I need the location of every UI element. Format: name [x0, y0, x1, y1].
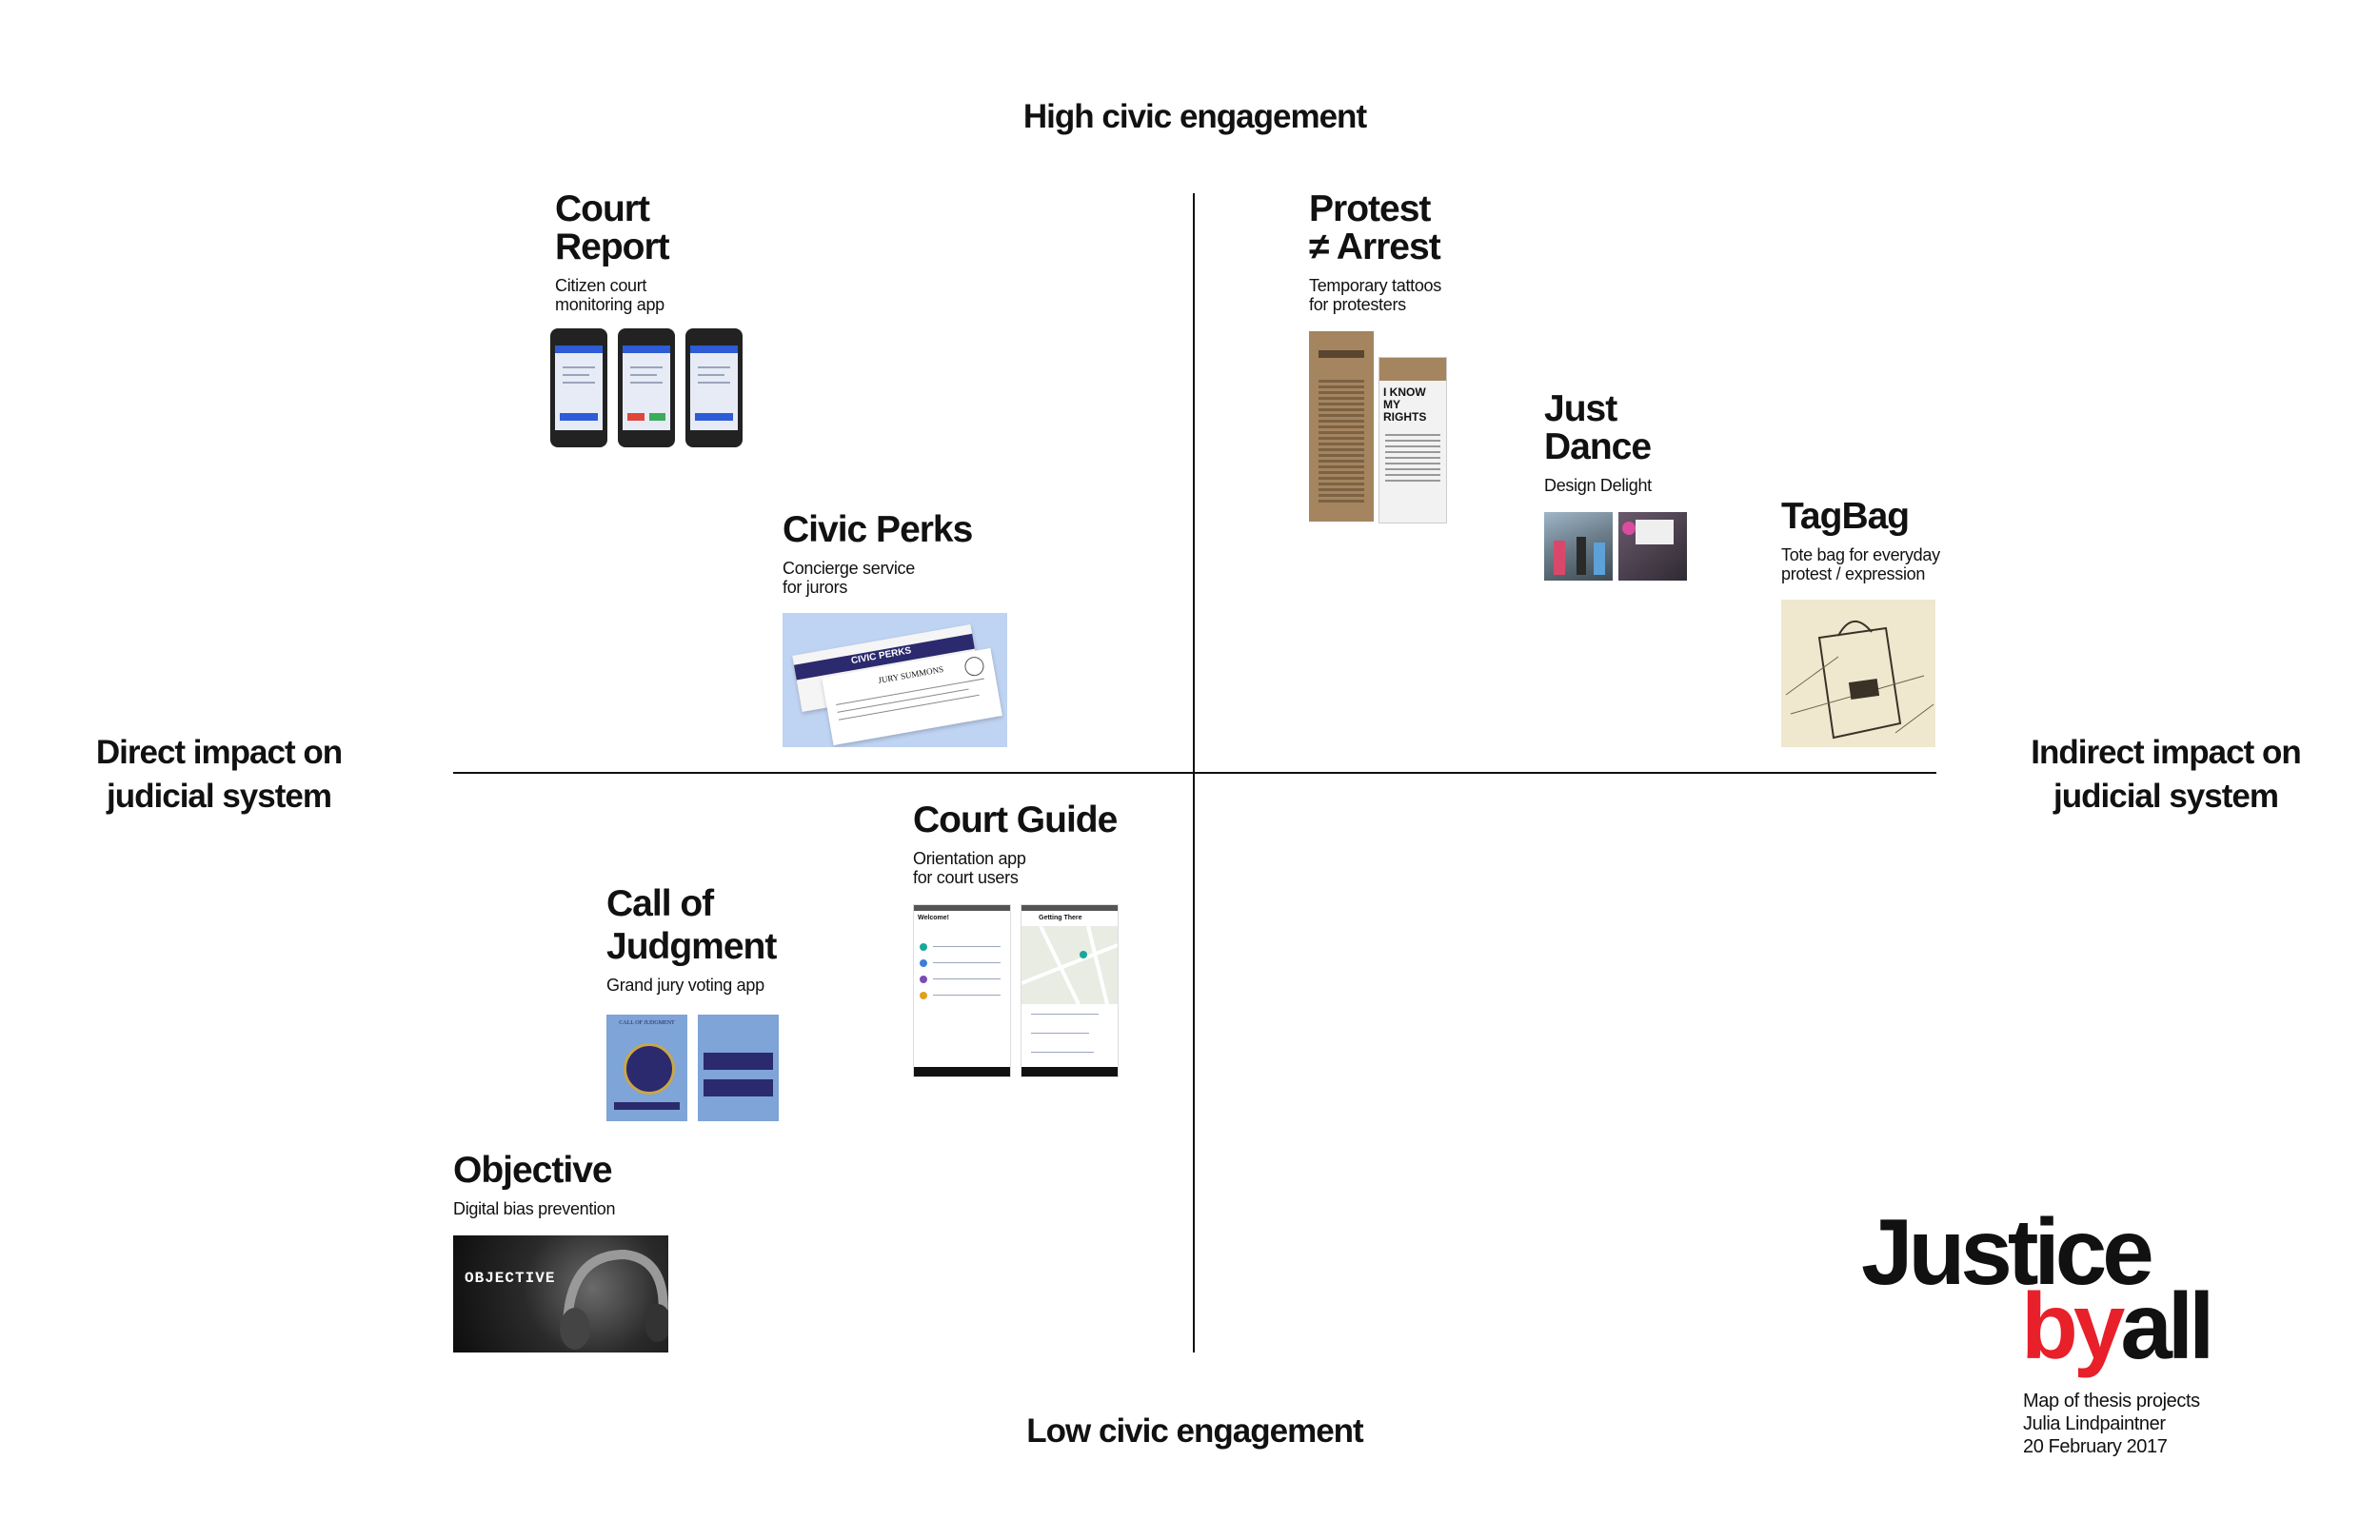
axis-label-right-line2: judicial system — [2053, 778, 2279, 815]
logo-word-justice: Justice — [1861, 1199, 2154, 1304]
axis-label-right-line1: Indirect impact on — [2031, 734, 2301, 771]
screen-title: Getting There — [1039, 915, 1082, 921]
project-title-line2: ≠ Arrest — [1309, 227, 1441, 267]
desc-line2: for court users — [913, 868, 1019, 887]
objective-image-text: OBJECTIVE — [465, 1270, 556, 1287]
project-title-line1: Protest — [1309, 188, 1431, 229]
project-title-line1: Court — [555, 188, 650, 229]
axis-label-left: Direct impact on judicial system — [57, 731, 381, 819]
desc-line1: Orientation app — [913, 849, 1026, 868]
project-title-line2: Report — [555, 227, 670, 267]
desc-line1: Citizen court — [555, 276, 647, 295]
phone-mockup — [618, 328, 675, 447]
project-description: Grand jury voting app — [606, 976, 854, 995]
desc-line2: monitoring app — [555, 295, 664, 314]
dance-photo-2 — [1618, 512, 1687, 581]
summons-text: JURY SUMMONS — [877, 663, 944, 685]
logo-word-by: by — [2021, 1273, 2125, 1378]
tattoo-card-image: I KNOW MY RIGHTS — [1378, 357, 1447, 523]
axis-label-right: Indirect impact on judicial system — [2004, 731, 2328, 819]
desc-line1: Grand jury voting app — [606, 976, 764, 995]
desc-line2: for jurors — [783, 578, 848, 597]
call-of-judgment-screen-1: CALL OF JUDGMENT — [606, 1015, 687, 1121]
screen-text: CALL OF JUDGMENT — [619, 1020, 675, 1026]
project-title-line1: Just — [1544, 388, 1617, 429]
civic-perks-image: CIVIC PERKS JURY SUMMONS — [783, 613, 1007, 747]
project-call-of-judgment: Call of Judgment Grand jury voting app — [606, 880, 854, 995]
desc-line2: for protesters — [1309, 295, 1406, 314]
project-civic-perks: Civic Perks Concierge service for jurors — [783, 509, 1030, 598]
screen-title: Welcome! — [918, 915, 949, 921]
tattoo-pack-image — [1309, 331, 1374, 522]
axis-label-bottom: Low civic engagement — [1026, 1412, 1363, 1450]
logo-word-all: all — [2120, 1273, 2214, 1378]
axis-label-top: High civic engagement — [1022, 98, 1367, 135]
logo-sub-line2: Julia Lindpaintner — [2023, 1413, 2166, 1434]
desc-line1: Digital bias prevention — [453, 1199, 616, 1218]
tagbag-sketch-image — [1781, 600, 1935, 747]
phone-mockup — [550, 328, 607, 447]
desc-line1: Temporary tattoos — [1309, 276, 1441, 295]
desc-line2: protest / expression — [1781, 564, 1926, 583]
project-tagbag: TagBag Tote bag for everyday protest / e… — [1781, 496, 2010, 584]
project-description: Concierge service for jurors — [783, 559, 1030, 597]
project-description: Citizen court monitoring app — [555, 276, 803, 314]
logo-sub-line1: Map of thesis projects — [2023, 1391, 2200, 1412]
project-objective: Objective Digital bias prevention — [453, 1150, 701, 1219]
project-description: Tote bag for everyday protest / expressi… — [1781, 545, 2010, 583]
project-title-line1: Civic Perks — [783, 509, 973, 550]
project-court-report: Court Report Citizen court monitoring ap… — [555, 188, 803, 315]
call-of-judgment-screen-2 — [698, 1015, 779, 1121]
project-court-guide: Court Guide Orientation app for court us… — [913, 800, 1160, 888]
court-guide-screen-2: Getting There — [1021, 904, 1119, 1077]
desc-line1: Tote bag for everyday — [1781, 545, 1940, 564]
logo-word-by-all: byall — [1861, 1279, 2242, 1372]
court-guide-screen-1: Welcome! — [913, 904, 1011, 1077]
court-report-phones — [550, 328, 745, 447]
objective-image: OBJECTIVE — [453, 1235, 668, 1352]
project-description: Orientation app for court users — [913, 849, 1160, 887]
project-protest-arrest: Protest ≠ Arrest Temporary tattoos for p… — [1309, 188, 1557, 315]
project-title-line1: Call of — [606, 883, 714, 924]
project-title-line2: Dance — [1544, 426, 1652, 467]
project-title-line1: Court Guide — [913, 800, 1118, 840]
desc-line1: Design Delight — [1544, 476, 1652, 495]
horizontal-axis-line — [453, 772, 1936, 774]
project-title-line1: Objective — [453, 1150, 613, 1191]
project-description: Digital bias prevention — [453, 1199, 701, 1218]
project-title-line1: TagBag — [1781, 496, 1910, 537]
project-just-dance: Just Dance Design Delight — [1544, 388, 1735, 496]
logo-sub-line3: 20 February 2017 — [2023, 1436, 2168, 1457]
project-description: Temporary tattoos for protesters — [1309, 276, 1557, 314]
axis-label-left-line2: judicial system — [107, 778, 332, 815]
logo-subtitle: Map of thesis projects Julia Lindpaintne… — [2023, 1390, 2271, 1458]
tattoo-card-text: I KNOW MY RIGHTS — [1383, 385, 1427, 424]
vertical-axis-line — [1193, 193, 1195, 1352]
phone-mockup — [685, 328, 743, 447]
project-description: Design Delight — [1544, 476, 1735, 495]
justice-by-all-logo: Justice byall — [1861, 1199, 2242, 1372]
project-title-line2: Judgment — [606, 926, 777, 967]
desc-line1: Concierge service — [783, 559, 915, 578]
dance-photo-1 — [1544, 512, 1613, 581]
axis-label-left-line1: Direct impact on — [95, 734, 343, 771]
